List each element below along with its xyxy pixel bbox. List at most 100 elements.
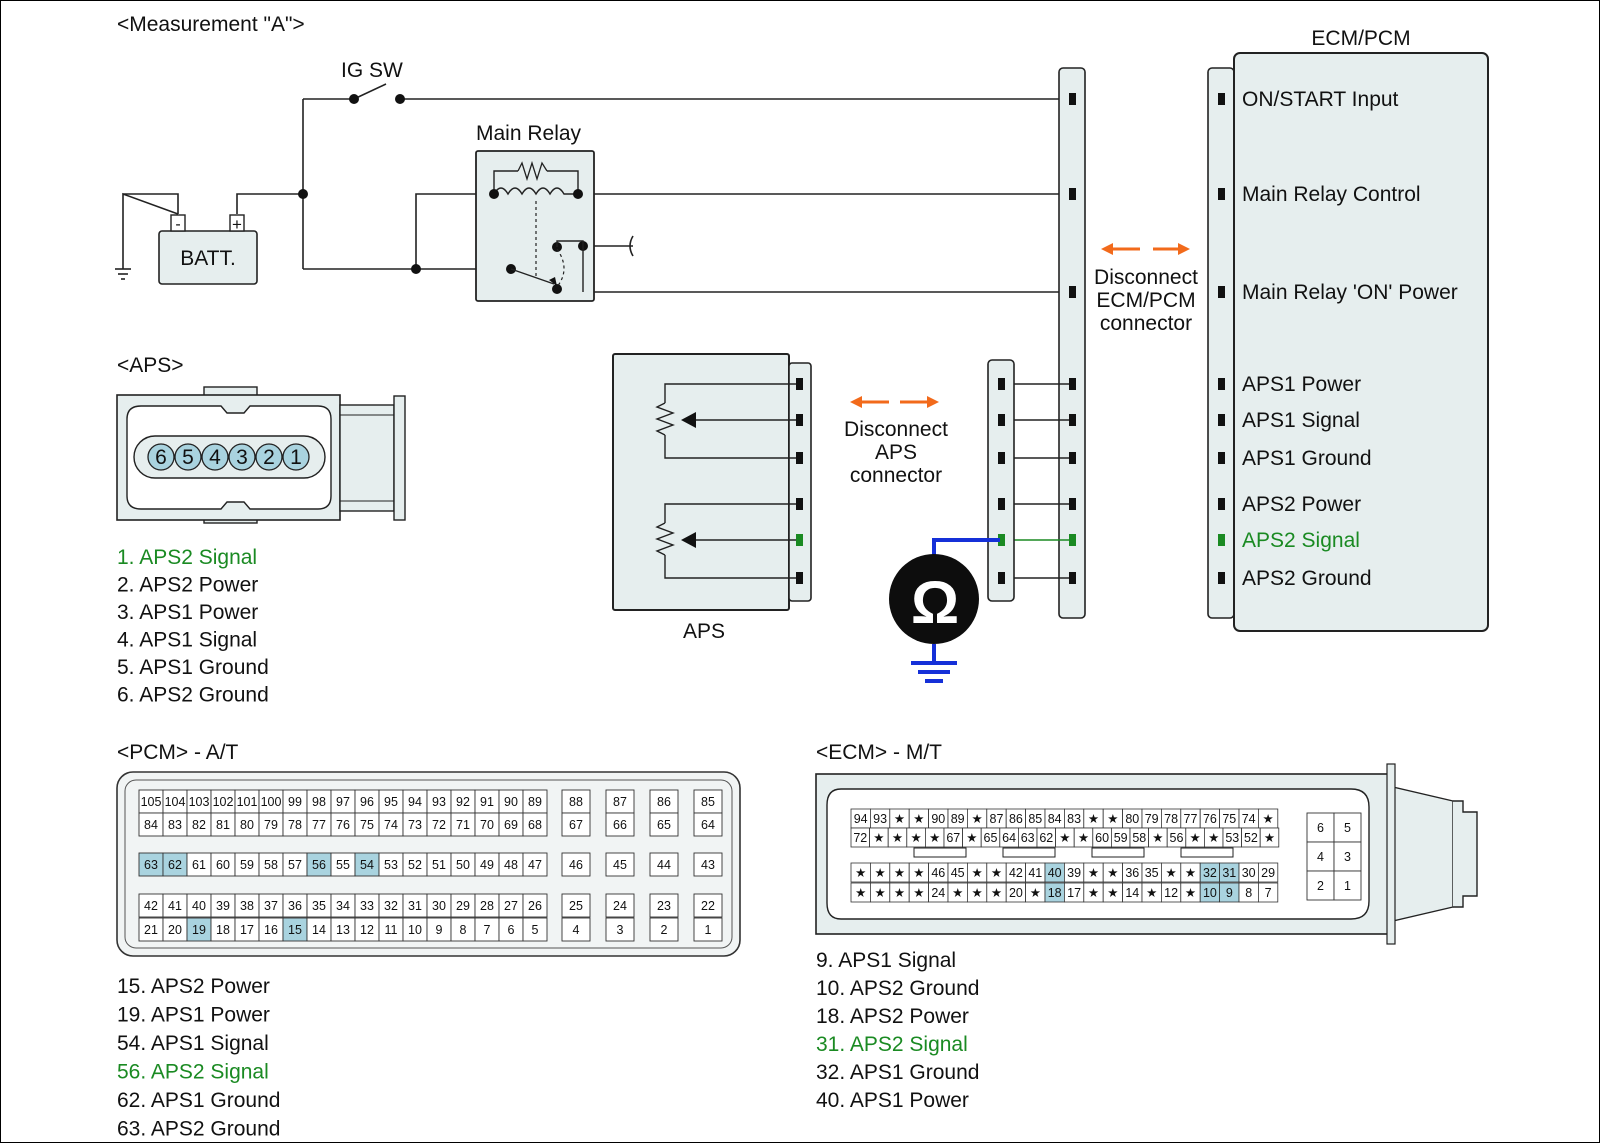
connector-pin-cell: 78 (282, 812, 308, 837)
pin-number: 45 (951, 866, 965, 880)
connector-pin-cell: 55 (330, 852, 356, 877)
connector-pin-cell: 91 (474, 789, 500, 814)
pin-number: 12 (360, 923, 374, 937)
pin-number: 58 (1132, 831, 1146, 845)
disconnect-aps-arrows (850, 396, 939, 408)
pin-number: 11 (385, 923, 398, 937)
pin-number: 9 (436, 923, 443, 937)
ecm-pin (1218, 188, 1225, 200)
svg-text:APS: APS (875, 441, 917, 464)
pin-number: 97 (336, 795, 350, 809)
connector-pin-cell: ★ (1141, 882, 1162, 903)
connector-pin-cell: 89 (947, 808, 968, 829)
pin-number: 87 (613, 795, 627, 809)
connector-pin-cell: 36 (282, 893, 308, 918)
pin-number: 96 (360, 795, 374, 809)
pin-number: ★ (855, 866, 866, 880)
pin-number: 70 (480, 818, 494, 832)
pin-number: 93 (873, 812, 887, 826)
connector-pin-cell: 37 (258, 893, 284, 918)
pin-number: ★ (1059, 831, 1070, 845)
aps-pin-number: 3 (236, 446, 248, 469)
connector-pin-cell: 53 (378, 852, 404, 877)
svg-text:Disconnect: Disconnect (1094, 266, 1198, 289)
pin-number: ★ (1185, 886, 1196, 900)
connector-pin-cell: 9 (426, 917, 452, 942)
connector-pin-cell: 102 (210, 789, 236, 814)
connector-pin-cell: 4 (1306, 841, 1335, 872)
connector-pin-cell: 56 (1166, 827, 1187, 848)
pin-number: 24 (613, 899, 627, 913)
connector-pin-cell: 45 (947, 862, 968, 883)
pin-number: 33 (360, 899, 374, 913)
connector-pin-cell: 6 (498, 917, 524, 942)
pin-list-item: 5. APS1 Ground (117, 656, 269, 679)
pin-number: 80 (240, 818, 254, 832)
ecm-pin-row: APS2 Ground (1005, 567, 1372, 590)
ecm-connector (815, 763, 1478, 945)
pin-number: 60 (1095, 831, 1109, 845)
connector-pin-cell: 89 (522, 789, 548, 814)
connector-pin-cell: 92 (450, 789, 476, 814)
pin-number: 39 (1067, 866, 1081, 880)
pin-number: 5 (532, 923, 539, 937)
connector-pin-cell: 80 (1122, 808, 1143, 829)
connector-pin-cell: 1 (1333, 870, 1362, 901)
pin-number: 53 (384, 858, 398, 872)
pin-number: ★ (971, 812, 982, 826)
pin-list-item: 62. APS1 Ground (117, 1089, 280, 1112)
pin-number: 89 (951, 812, 965, 826)
pin-number: 20 (1009, 886, 1023, 900)
pin-number: 30 (1242, 866, 1256, 880)
pin-number: ★ (1146, 886, 1157, 900)
pin-number: 101 (237, 795, 258, 809)
connector-pin-cell: 58 (1129, 827, 1150, 848)
connector-pin-cell: 72 (850, 827, 871, 848)
ecm-pin (1218, 498, 1225, 510)
pin-number: 79 (264, 818, 278, 832)
connector-pin-cell: 46 (928, 862, 949, 883)
pin-number: 105 (141, 795, 162, 809)
pin-number: 89 (528, 795, 542, 809)
pin-number: 99 (288, 795, 302, 809)
pin-list-item: 2. APS2 Power (117, 574, 258, 597)
connector-pin-cell: 69 (498, 812, 524, 837)
connector-pin-cell: 52 (1241, 827, 1261, 848)
connector-pin-cell: 93 (870, 808, 891, 829)
pin-list-item: 56. APS2 Signal (117, 1061, 269, 1084)
connector-pin-cell: 26 (522, 893, 548, 918)
connector-pin-cell: 31 (1219, 862, 1240, 883)
pin-number: 93 (432, 795, 446, 809)
connector-pin-cell: ★ (1180, 862, 1201, 883)
pin-number: 100 (261, 795, 282, 809)
pin-number: 9 (1226, 886, 1233, 900)
connector-pin-cell: 101 (234, 789, 260, 814)
pin-number: ★ (929, 831, 940, 845)
pin-number: ★ (1185, 866, 1196, 880)
connector-pin-cell: 85 (693, 789, 723, 814)
pin-number: 6 (508, 923, 515, 937)
harness-pin (1069, 498, 1076, 510)
connector-pin-cell: 1 (693, 917, 723, 942)
pin-number: 87 (990, 812, 1004, 826)
pin-number: 94 (854, 812, 868, 826)
pin-number: 29 (456, 899, 470, 913)
connector-pin-cell: 56 (306, 852, 332, 877)
connector-pin-cell: 16 (258, 917, 284, 942)
pin-number: 83 (1067, 812, 1081, 826)
connector-pin-cell: 77 (306, 812, 332, 837)
pin-number: 51 (432, 858, 446, 872)
ecm-pin-label: Main Relay Control (1242, 183, 1421, 206)
connector-pin-cell: ★ (925, 827, 945, 848)
coil-symbol (493, 187, 578, 196)
pin-number: ★ (913, 886, 924, 900)
connector-pin-cell: ★ (889, 862, 910, 883)
connector-pin-cell: ★ (967, 808, 988, 829)
pin-number: 98 (312, 795, 326, 809)
ecm-section-title: <ECM> - M/T (816, 741, 942, 764)
connector-pin-cell: 64 (999, 827, 1019, 848)
connector-pin-cell: 86 (649, 789, 679, 814)
pin-number: ★ (1088, 886, 1099, 900)
connector-pin-cell: 41 (162, 893, 188, 918)
